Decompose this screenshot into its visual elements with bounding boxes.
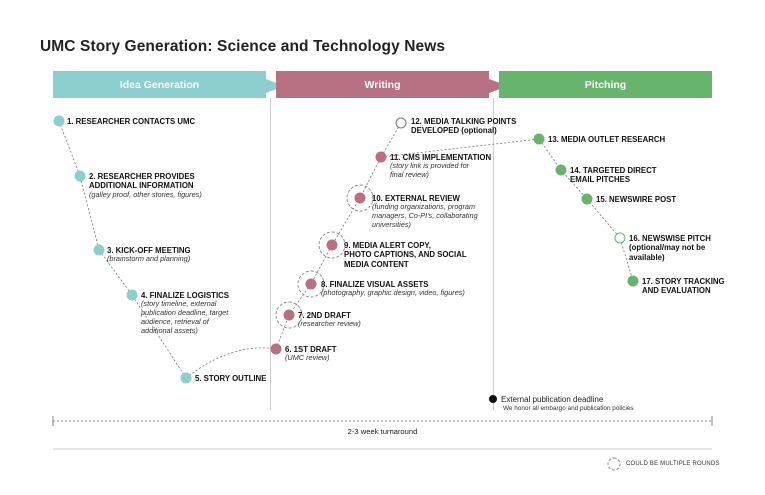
phase-label: Writing: [364, 78, 401, 91]
step-node-14: [555, 164, 567, 176]
phase-label: Idea Generation: [119, 78, 200, 91]
step-title: 16. NEWSWISE PITCH (optional/may not be …: [629, 234, 711, 262]
legend-ring-icon: [607, 457, 621, 471]
step-label-5: 5. STORY OUTLINE: [195, 374, 266, 383]
step-label-7: 7. 2ND DRAFT (researcher review): [298, 311, 361, 329]
deadline-label: External publication deadline: [501, 395, 604, 404]
multiple-rounds-ring: [346, 184, 374, 212]
step-label-12: 12. MEDIA TALKING POINTS DEVELOPED (opti…: [411, 117, 516, 136]
step-node-17: [627, 275, 639, 287]
step-label-11: 11. CMS IMPLEMENTATION (story link is pr…: [390, 153, 491, 180]
step-title: 3. KICK-OFF MEETING: [107, 246, 191, 255]
step-node-13: [533, 133, 545, 145]
step-title: 9. MEDIA ALERT COPY, PHOTO CAPTIONS, AND…: [344, 241, 467, 269]
step-detail: (story timeline, external publication de…: [141, 299, 229, 335]
step-node-5: [180, 372, 192, 384]
legend-label: COULD BE MULTIPLE ROUNDS: [626, 461, 720, 467]
step-detail: (researcher review): [298, 319, 361, 329]
multiple-rounds-ring: [297, 270, 325, 298]
step-title: 6. 1ST DRAFT: [285, 345, 337, 354]
step-label-15: 15. NEWSWIRE POST: [596, 195, 676, 204]
phase-label: Pitching: [584, 78, 627, 91]
column-divider: [493, 98, 494, 410]
step-label-4: 4. FINALIZE LOGISTICS (story timeline, e…: [141, 291, 229, 335]
step-node-3: [93, 244, 105, 256]
step-title: 11. CMS IMPLEMENTATION: [390, 153, 492, 162]
step-label-17: 17. STORY TRACKING AND EVALUATION: [642, 277, 725, 296]
turnaround-label: 2-3 week turnaround: [347, 427, 418, 436]
step-label-10: 10. EXTERNAL REVIEW (funding organizatio…: [372, 194, 478, 230]
step-node-9: [326, 239, 338, 251]
multiple-rounds-ring: [275, 301, 303, 329]
phase-banner-pitching: Pitching: [499, 71, 712, 98]
step-detail: (UMC review): [285, 353, 330, 363]
step-detail: (funding organizations, program managers…: [372, 202, 478, 229]
step-title: 7. 2ND DRAFT: [298, 311, 351, 320]
step-node-2: [74, 170, 86, 182]
page-title: UMC Story Generation: Science and Techno…: [40, 38, 446, 55]
step-title: 10. EXTERNAL REVIEW: [372, 194, 460, 203]
step-detail: (story link is provided for final review…: [390, 161, 470, 180]
step-node-12: [395, 117, 407, 129]
step-node-4: [126, 289, 138, 301]
step-node-15: [581, 193, 593, 205]
step-label-1: 1. RESEARCHER CONTACTS UMC: [67, 117, 195, 126]
column-divider: [270, 98, 271, 410]
step-detail: (photography, graphic design, video, fig…: [321, 288, 465, 298]
step-label-16: 16. NEWSWISE PITCH (optional/may not be …: [629, 234, 711, 262]
step-title: 12. MEDIA TALKING POINTS DEVELOPED (opti…: [411, 117, 517, 136]
step-label-3: 3. KICK-OFF MEETING (brainstorm and plan…: [107, 246, 191, 264]
step-title: 5. STORY OUTLINE: [195, 374, 267, 383]
step-label-2: 2. RESEARCHER PROVIDES ADDITIONAL INFORM…: [89, 172, 202, 199]
step-title: 2. RESEARCHER PROVIDES ADDITIONAL INFORM…: [89, 172, 195, 191]
phase-banner-idea-generation: Idea Generation: [53, 71, 266, 98]
phase-banner-writing: Writing: [276, 71, 489, 98]
step-title: 4. FINALIZE LOGISTICS: [141, 291, 229, 300]
step-detail: (galley proof, other stories, figures): [89, 189, 202, 199]
step-label-6: 6. 1ST DRAFT (UMC review): [285, 345, 337, 363]
step-title: 1. RESEARCHER CONTACTS UMC: [67, 117, 196, 126]
step-label-9: 9. MEDIA ALERT COPY, PHOTO CAPTIONS, AND…: [344, 241, 467, 269]
connector-idea: [58, 120, 187, 379]
step-label-14: 14. TARGETED DIRECT EMAIL PITCHES: [570, 166, 657, 185]
step-node-6: [270, 343, 282, 355]
deadline-marker: [489, 395, 497, 403]
connector-pitching: [380, 138, 634, 282]
multiple-rounds-ring: [318, 231, 346, 259]
step-label-13: 13. MEDIA OUTLET RESEARCH: [548, 135, 665, 144]
step-node-7: [283, 309, 295, 321]
step-detail: (brainstorm and planning): [107, 254, 191, 264]
step-title: 8. FINALIZE VISUAL ASSETS: [321, 280, 429, 289]
step-title: 17. STORY TRACKING AND EVALUATION: [642, 277, 725, 296]
connector-outline-draft: [185, 347, 277, 379]
step-node-11: [375, 151, 387, 163]
step-title: 13. MEDIA OUTLET RESEARCH: [548, 135, 666, 144]
step-node-1: [53, 115, 65, 127]
step-node-16: [614, 232, 626, 244]
step-title: 15. NEWSWIRE POST: [596, 195, 677, 204]
step-node-10: [354, 192, 366, 204]
step-node-8: [305, 278, 317, 290]
step-label-8: 8. FINALIZE VISUAL ASSETS (photography, …: [321, 280, 465, 298]
step-title: 14. TARGETED DIRECT EMAIL PITCHES: [570, 166, 657, 185]
deadline-note: We honor all embargo and publication pol…: [503, 405, 634, 412]
